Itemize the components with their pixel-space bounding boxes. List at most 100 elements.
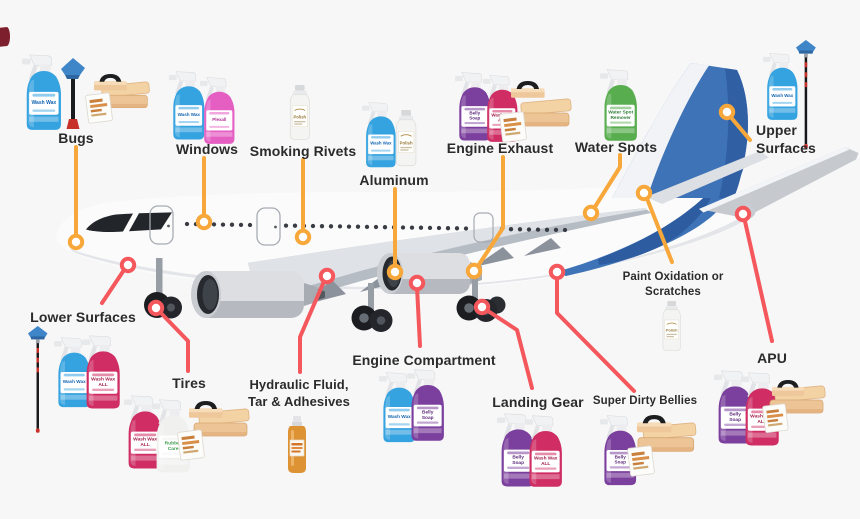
- connector-dot-upper-surfaces: [718, 103, 736, 121]
- product-spray-wash-wax: Wash Wax: [53, 337, 91, 408]
- connector-hydraulic-fluid: [298, 277, 327, 374]
- cockpit-window-left: [86, 213, 133, 232]
- callout-dots: [67, 103, 752, 317]
- product-spray-plexall: Plexall: [199, 77, 235, 145]
- product-spray-wash-wax: Wash Wax: [361, 102, 397, 168]
- connector-dot-engine-exhaust: [465, 262, 483, 280]
- connector-super-dirty-bellies: [555, 273, 636, 393]
- connector-dot-lower-surfaces: [119, 256, 137, 274]
- product-name-label: Plexall: [212, 117, 226, 122]
- callout-label-tires: Tires: [172, 375, 206, 391]
- engine-one: [191, 271, 325, 318]
- callout-label-paint-oxidation: Paint Oxidation or Scratches: [622, 271, 724, 299]
- connector-dot-water-spots: [582, 204, 600, 222]
- callout-label-windows: Windows: [175, 141, 239, 157]
- door-two: [256, 207, 281, 246]
- product-spray-wash-wax: Wash Wax: [378, 372, 416, 443]
- product-name-label: Polish: [400, 140, 413, 145]
- callout-label-engine-exhaust: Engine Exhaust: [446, 140, 554, 156]
- tail-fin-leading-edge: [612, 63, 709, 198]
- cropped-bottle-edge: [0, 27, 10, 47]
- product-bottle-polish: Polish: [395, 109, 417, 167]
- product-name-label: Polish: [293, 115, 306, 120]
- connector-dot-apu: [734, 205, 752, 223]
- connector-dot-super-dirty-bellies: [548, 263, 566, 281]
- callout-label-landing-gear: Landing Gear: [492, 394, 584, 410]
- connector-tires: [156, 308, 190, 373]
- fuselage: [56, 182, 757, 291]
- connector-dot-tires: [147, 299, 165, 317]
- callout-label-hydraulic-fluid: Hydraulic Fluid, Tar & Adhesives: [248, 377, 350, 410]
- door-one: [149, 205, 174, 245]
- connector-dot-windows: [195, 213, 213, 231]
- product-bottle-polish: Polish: [289, 84, 310, 140]
- livery-swoosh: [556, 151, 745, 276]
- connector-upper-surfaces: [727, 113, 752, 142]
- callout-label-super-dirty-bellies: Super Dirty Bellies: [592, 395, 698, 407]
- connector-dot-landing-gear: [473, 298, 491, 316]
- door-three: [473, 212, 494, 243]
- callout-label-lower-surfaces: Lower Surfaces: [30, 309, 136, 325]
- connector-lower-surfaces: [100, 265, 128, 305]
- callout-label-smoking-rivets: Smoking Rivets: [249, 143, 357, 159]
- product-name-label: Wash Wax: [178, 112, 201, 117]
- near-stabilizer: [699, 147, 859, 218]
- product-name-label: Polish: [666, 329, 678, 333]
- airplane-illustration: [56, 63, 859, 332]
- callout-label-apu: APU: [757, 350, 787, 366]
- callout-label-aluminum: Aluminum: [359, 172, 429, 188]
- product-spray-wash-wax: Wash Wax: [762, 53, 798, 121]
- main-landing-gear-front: [351, 283, 393, 332]
- callout-connectors: [74, 113, 774, 393]
- near-stabilizer-highlight: [699, 147, 850, 213]
- far-stabilizer: [646, 151, 769, 204]
- connector-engine-exhaust: [474, 155, 505, 271]
- product-name-label: Wash Wax: [63, 379, 86, 384]
- connector-landing-gear: [483, 307, 534, 390]
- connector-dot-hydraulic-fluid: [318, 267, 336, 285]
- livery-swoosh-dark: [598, 186, 715, 265]
- product-spray-wash-wax: Wash Wax: [21, 54, 62, 131]
- product-spray-wash-wax: Wash Wax: [168, 71, 205, 140]
- callout-label-water-spots: Water Spots: [574, 139, 658, 155]
- connector-paint-oxidation: [644, 194, 674, 264]
- product-name-label: Wash Wax: [388, 414, 411, 419]
- connector-apu: [742, 215, 774, 343]
- callout-label-bugs: Bugs: [58, 130, 94, 146]
- product-bottle-polish: Polish: [662, 300, 681, 352]
- callout-label-engine-compartment: Engine Compartment: [352, 352, 496, 368]
- product-name-label: Wash Wax: [31, 100, 56, 106]
- connector-water-spots: [591, 153, 622, 212]
- connector-dot-bugs: [67, 233, 85, 251]
- connector-dot-smoking-rivets: [294, 228, 312, 246]
- connector-dot-engine-compartment: [408, 274, 426, 292]
- product-name-label: Wash Wax: [771, 93, 793, 98]
- connector-dot-aluminum: [386, 263, 404, 281]
